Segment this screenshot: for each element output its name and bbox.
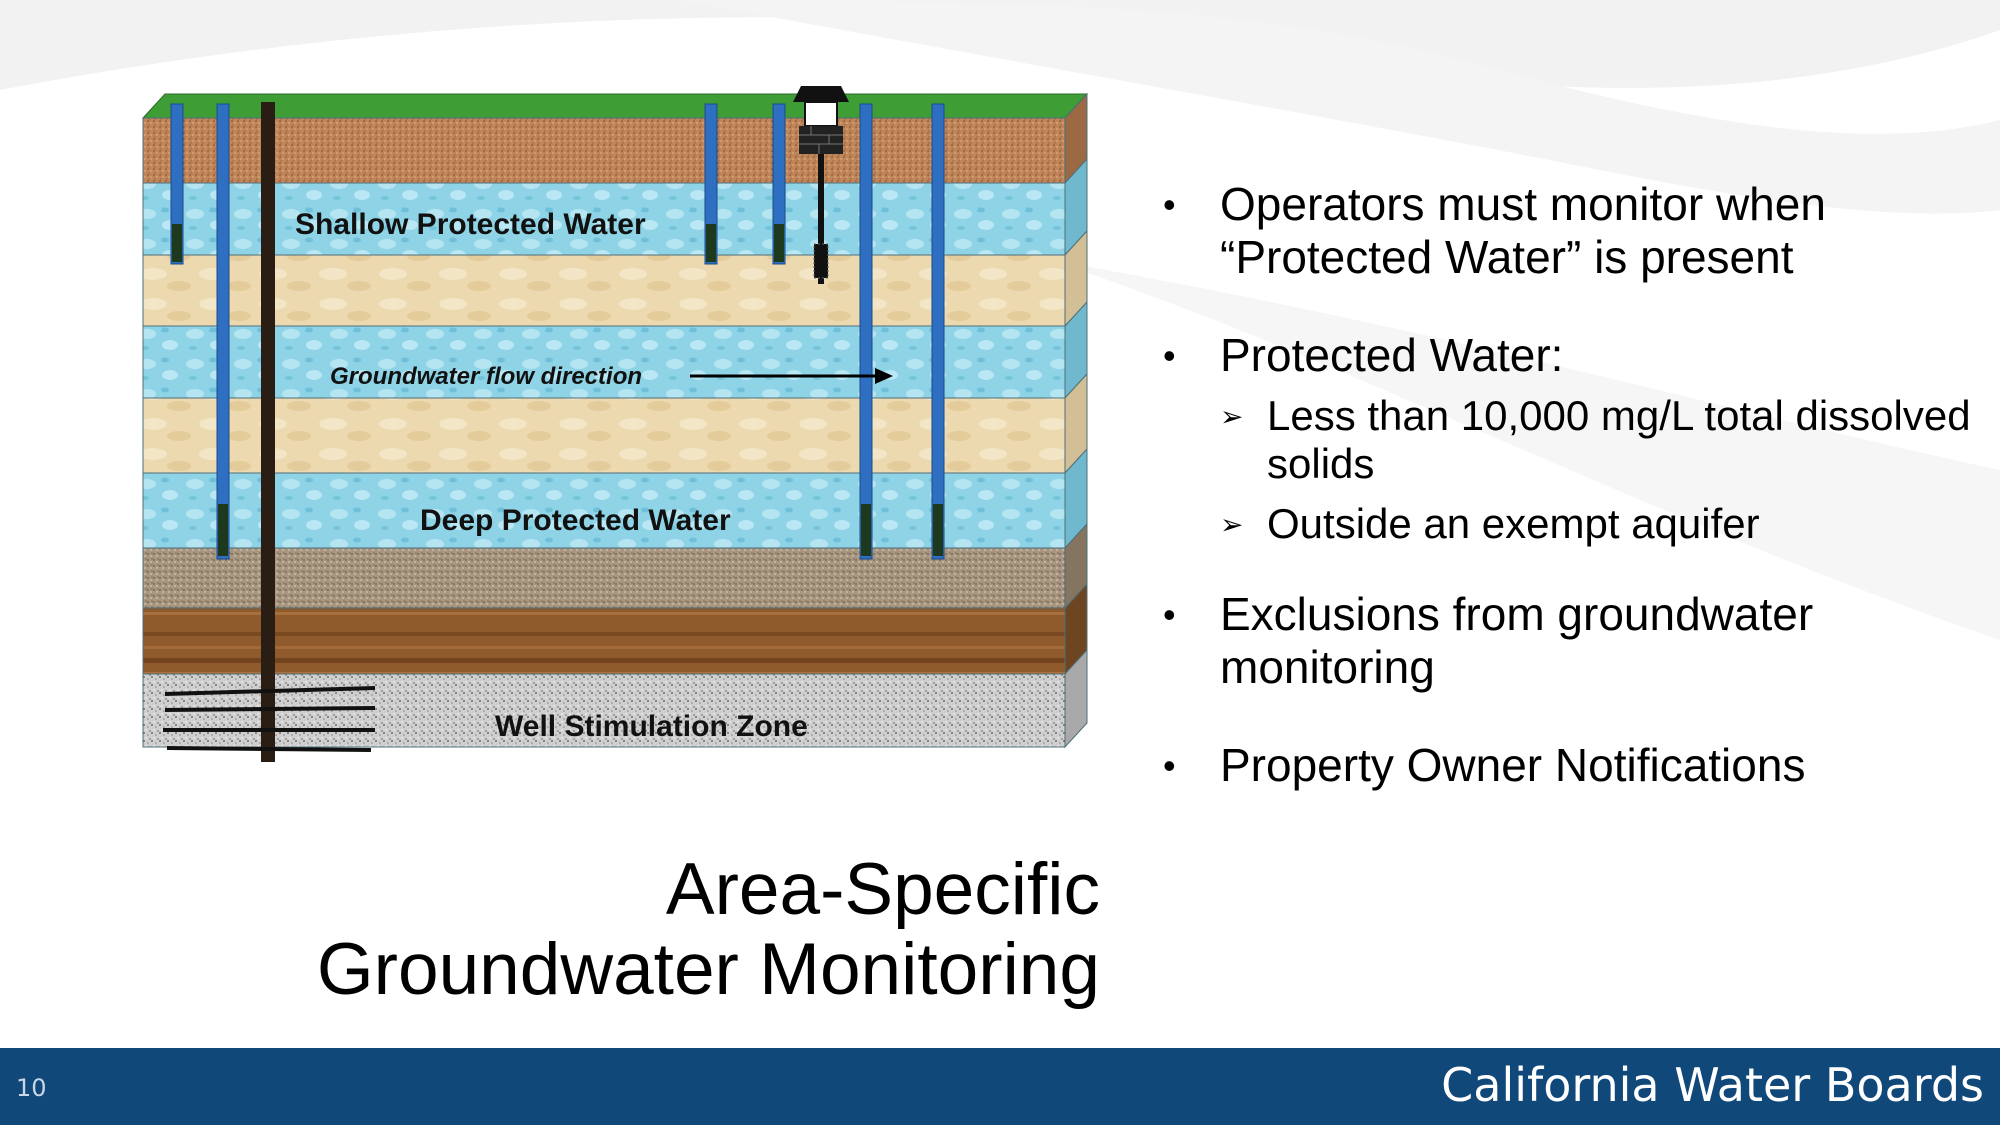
flow-arrow-icon [690, 368, 893, 384]
groundwater-diagram: Shallow Protected Water Groundwater flow… [141, 86, 1089, 762]
monitoring-well-icon [772, 103, 786, 265]
monitoring-well-icon [216, 103, 230, 560]
bullet-item: Operators must monitor when “Protected W… [1163, 178, 1983, 284]
monitoring-well-icon [859, 103, 873, 560]
slide-title: Area-Specific Groundwater Monitoring [317, 850, 1100, 1010]
flow-direction-label: Groundwater flow direction [330, 363, 642, 390]
monitoring-well-icon [704, 103, 718, 265]
ground-surface [141, 93, 1089, 119]
bullet-text: Property Owner Notifications [1220, 739, 1806, 791]
clay-layer [142, 607, 1066, 675]
shallow-water-layer [142, 182, 1066, 256]
monitoring-well-icon [931, 103, 945, 560]
stimulation-zone-label: Well Stimulation Zone [495, 710, 808, 743]
bullet-item: Property Owner Notifications [1163, 739, 1983, 792]
water-well-house-icon [793, 86, 849, 284]
slide-title-line-1: Area-Specific [665, 849, 1100, 930]
bullet-text: Operators must monitor when “Protected W… [1220, 178, 1826, 283]
footer-bar: 10 California Water Boards [0, 1048, 2000, 1125]
bullet-text: Exclusions from groundwater monitoring [1220, 588, 1814, 693]
slide-title-line-2: Groundwater Monitoring [316, 929, 1100, 1010]
monitoring-well-icon [170, 103, 184, 265]
deep-water-layer [142, 472, 1066, 549]
gravel-layer [142, 547, 1066, 609]
page-number: 10 [16, 1074, 47, 1102]
bullet-item: Exclusions from groundwater monitoring [1163, 588, 1983, 694]
sand-layer-upper [142, 254, 1066, 327]
sub-bullet-item: Less than 10,000 mg/L total dissolved so… [1220, 392, 1983, 488]
extraction-well-icon [163, 102, 376, 762]
shallow-water-label: Shallow Protected Water [295, 208, 646, 241]
sub-bullet-list: Less than 10,000 mg/L total dissolved so… [1220, 392, 1983, 549]
bullet-list: Operators must monitor when “Protected W… [1163, 178, 1983, 792]
bullet-text: Protected Water: [1220, 329, 1564, 381]
bullet-item: Protected Water: Less than 10,000 mg/L t… [1163, 329, 1983, 549]
brand-name: California Water Boards [1441, 1058, 1984, 1112]
sub-bullet-item: Outside an exempt aquifer [1220, 500, 1983, 549]
deep-water-label: Deep Protected Water [420, 504, 731, 537]
topsoil-layer [142, 117, 1066, 184]
sand-layer-lower [142, 397, 1066, 474]
